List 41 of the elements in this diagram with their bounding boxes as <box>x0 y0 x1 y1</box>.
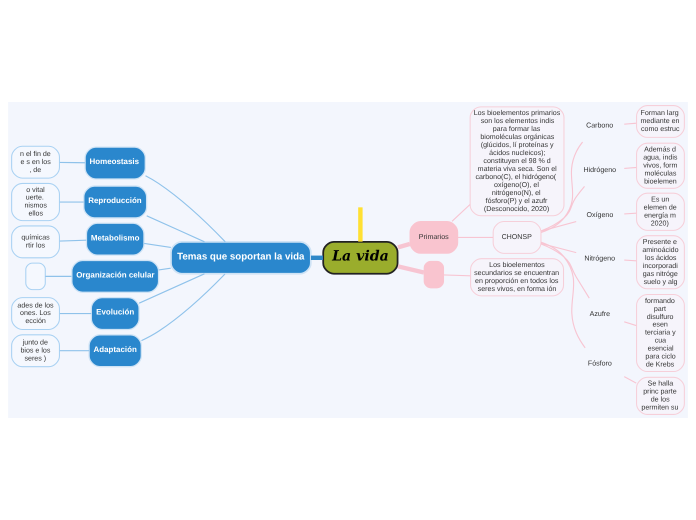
connector <box>624 212 636 214</box>
node-box: Temas que soportan la vida <box>170 240 312 275</box>
connector <box>624 321 636 326</box>
connector <box>624 166 636 169</box>
connector <box>141 274 226 342</box>
connector <box>540 242 576 254</box>
connector <box>310 256 323 260</box>
node-box: Evolución <box>90 296 140 330</box>
connector <box>624 260 636 262</box>
connector <box>444 274 470 276</box>
connector <box>158 268 171 271</box>
connector <box>60 312 92 314</box>
connector <box>397 264 424 275</box>
connector <box>540 186 585 232</box>
connector <box>540 221 576 232</box>
connector <box>60 162 85 164</box>
connector <box>138 273 205 304</box>
connector <box>540 242 586 348</box>
connector <box>452 204 471 222</box>
connector <box>60 240 86 242</box>
node-box <box>25 262 46 290</box>
node-box: Homeostasis <box>84 146 146 180</box>
node-box: Reproducción <box>83 185 148 219</box>
connector <box>145 175 226 242</box>
connector <box>60 201 84 203</box>
connector <box>540 243 590 298</box>
connector <box>397 242 410 250</box>
node-box <box>424 260 444 288</box>
connector <box>624 376 637 384</box>
node-box: Organización celular <box>71 260 160 293</box>
connector <box>146 215 205 242</box>
connector <box>458 236 493 238</box>
node-box: Adaptación <box>88 334 142 368</box>
connector <box>358 207 363 242</box>
connector <box>624 122 636 125</box>
connector <box>45 276 72 277</box>
connector <box>60 350 90 352</box>
connector <box>540 142 584 234</box>
connector <box>144 242 171 248</box>
node-box: La vida <box>322 240 398 275</box>
node-box: Metabolismo <box>86 222 145 256</box>
